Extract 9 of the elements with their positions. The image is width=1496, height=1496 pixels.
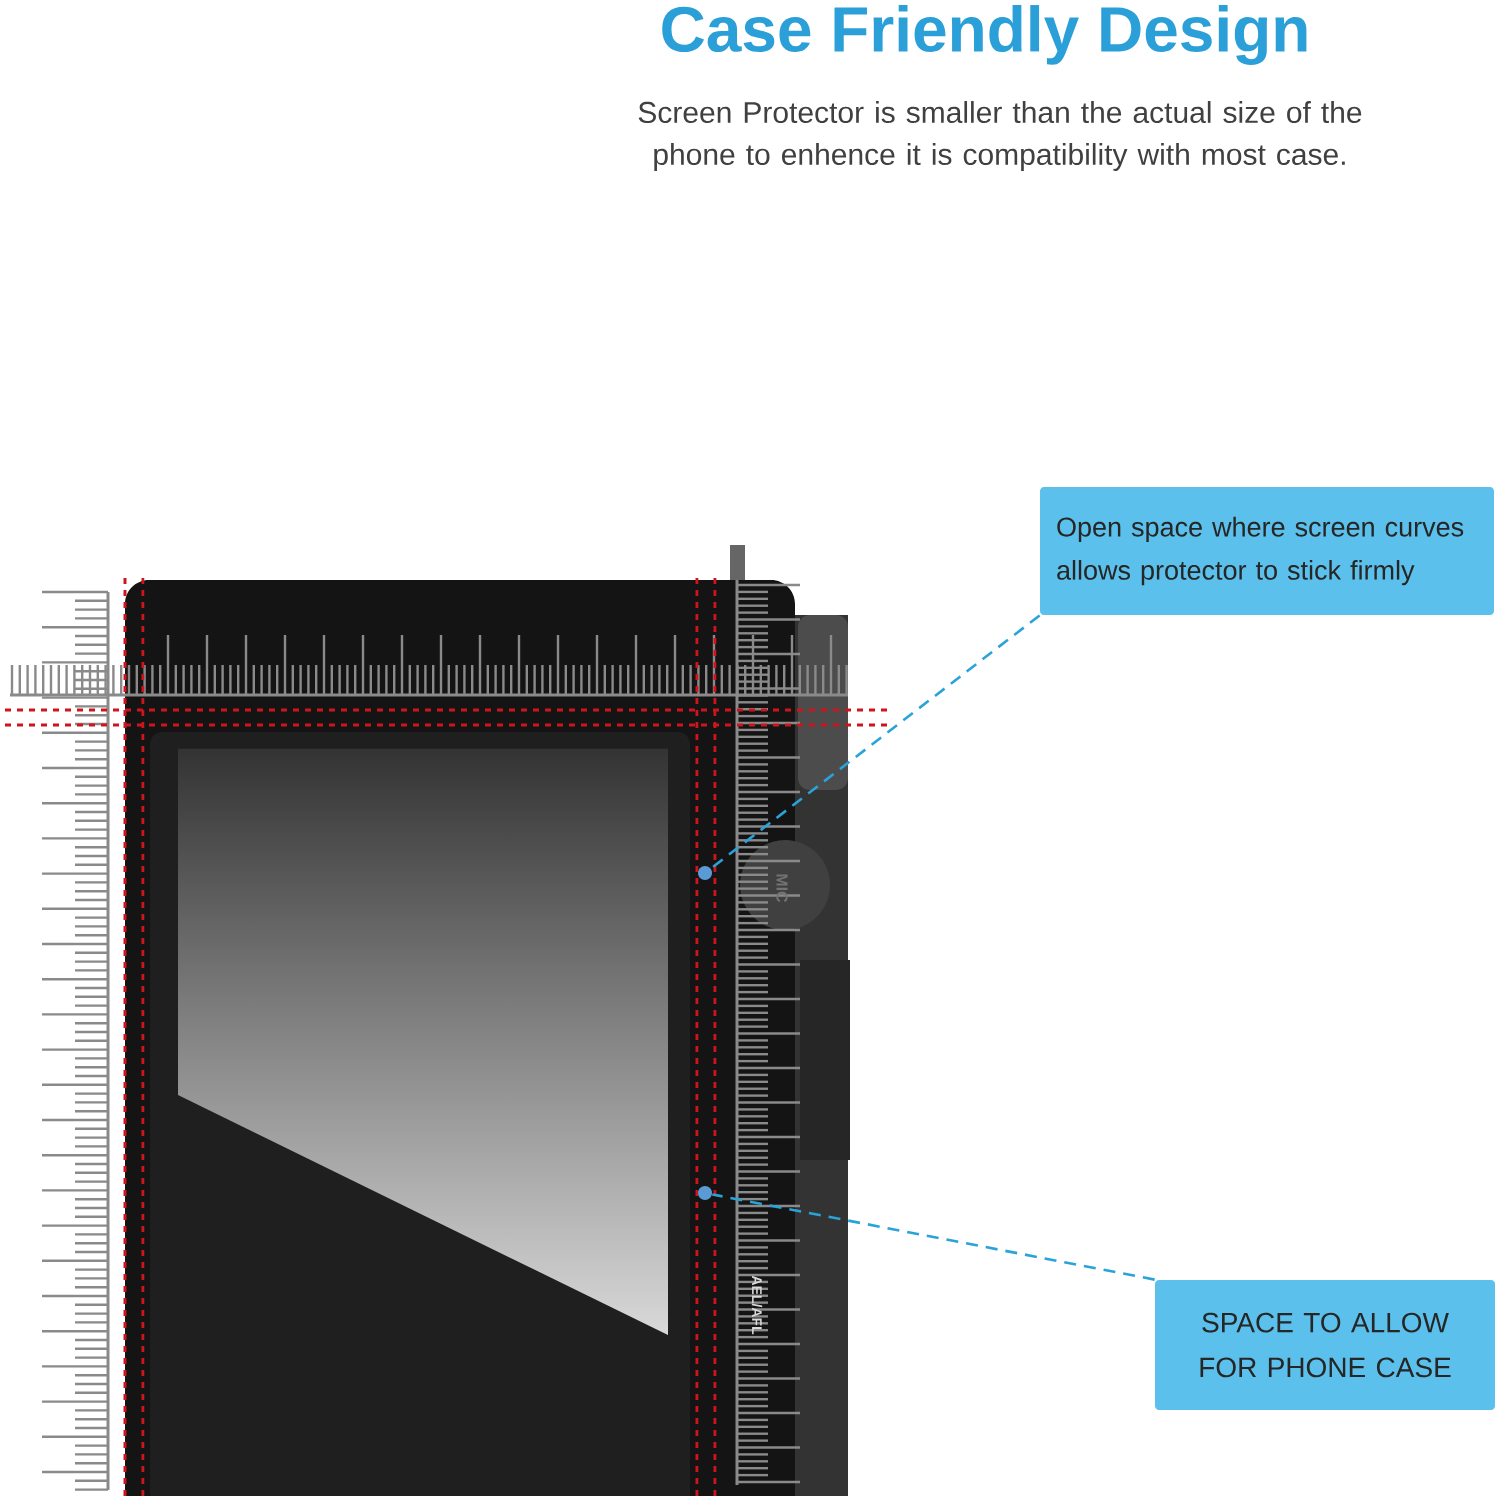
pointer-dot	[698, 866, 712, 880]
leader-line	[710, 614, 1041, 870]
callout-box: Open space where screen curves allows protector to stick firmly	[1040, 487, 1494, 615]
pointer-dot	[698, 1186, 712, 1200]
button-label: AEL/AFL	[751, 1275, 763, 1335]
leader-line	[712, 1193, 1155, 1281]
title: Case Friendly Design	[662, 5, 1307, 65]
subtitle: Screen Protector is smaller than the actual size of the phone to enhence it is compatibility with most case.	[638, 101, 1362, 171]
callout-box: SPACE TO ALLOW FOR PHONE CASE	[1155, 1280, 1495, 1410]
